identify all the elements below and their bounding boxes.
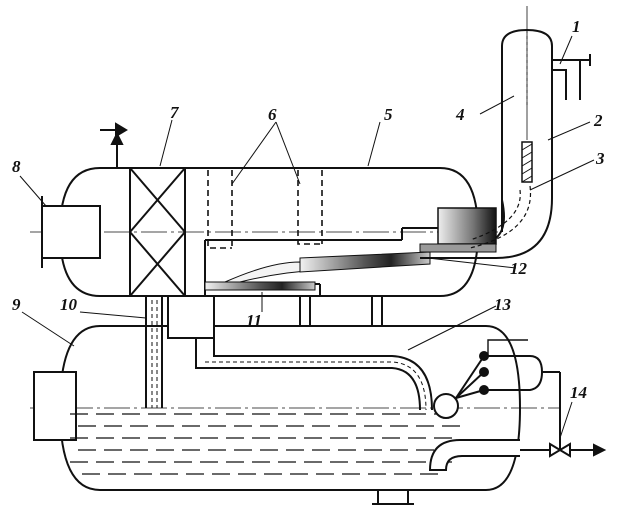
callout-13: 13	[494, 295, 512, 314]
elbow-pipe-2	[420, 185, 553, 259]
outlet-valve-14	[520, 371, 607, 458]
liquid-layer	[70, 413, 460, 475]
drain-pipe-10	[145, 296, 163, 408]
inclined-tray-12	[299, 251, 431, 273]
level-controller	[433, 339, 544, 419]
swirl-vane	[521, 141, 533, 183]
lower-nozzle	[33, 371, 77, 441]
cyclone-riser	[501, 6, 553, 232]
callout-5: 5	[384, 105, 393, 124]
downcomer-13	[195, 338, 433, 411]
callout-9: 9	[12, 295, 21, 314]
callout-10: 10	[60, 295, 78, 314]
perforated-baffles	[207, 170, 323, 249]
inlet-nozzle	[41, 196, 101, 268]
gas-outlet-arrow	[100, 122, 128, 168]
upper-vessel	[30, 167, 498, 297]
cyclone-inlet-1	[552, 54, 591, 100]
liquid-outlet-elbow	[428, 439, 520, 471]
inlet-diverter-block	[419, 207, 497, 253]
leader-lines	[19, 35, 595, 439]
lower-vessel	[30, 325, 560, 491]
callout-4: 4	[455, 105, 465, 124]
demister-pack	[129, 167, 186, 297]
callout-11: 11	[246, 311, 262, 330]
callout-14: 14	[570, 383, 587, 402]
callout-12: 12	[510, 259, 528, 278]
callout-8: 8	[12, 157, 21, 176]
callout-6: 6	[268, 105, 277, 124]
vessel-connections	[167, 295, 383, 339]
callout-3: 3	[595, 149, 605, 168]
callout-1: 1	[572, 17, 581, 36]
callout-labels: 1 2 3 4 5 6 7 8 9 10 11 12 13 14	[12, 17, 605, 402]
bottom-drain-nozzle	[372, 489, 414, 505]
callout-2: 2	[593, 111, 603, 130]
callout-7: 7	[170, 103, 180, 122]
